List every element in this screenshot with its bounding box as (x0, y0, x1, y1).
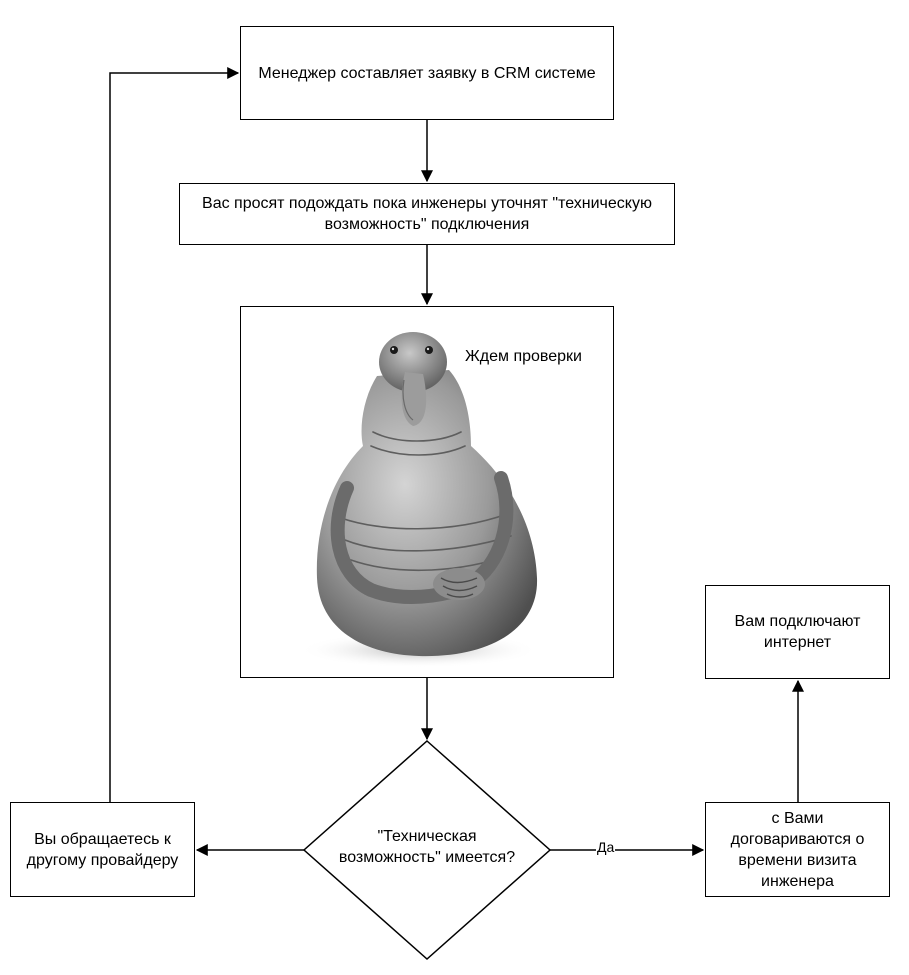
node-schedule-visit-label: с Вами договариваются о времени визита и… (730, 809, 865, 890)
node-wait-engineers[interactable]: Вас просят подождать пока инженеры уточн… (179, 183, 675, 245)
edge-loop-to-create (109, 67, 240, 802)
node-connected-label: Вам подключают интернет (734, 613, 861, 651)
node-wait-engineers-label: Вас просят подождать пока инженеры уточн… (202, 195, 652, 233)
decision-diamond[interactable] (302, 739, 552, 961)
decision-label: "Техническая возможность" имеется? (338, 828, 516, 866)
zhdun-creature-illustration (301, 332, 539, 668)
node-other-provider-label: Вы обращаетесь к другому провайдеру (26, 830, 179, 869)
node-schedule-visit[interactable]: с Вами договариваются о времени визита и… (705, 802, 890, 897)
node-create-request-label: Менеджер составляет заявку в CRM системе (258, 64, 596, 82)
edge-label-yes: Да (596, 839, 616, 855)
node-waiting-check-label: Ждем проверки (465, 348, 582, 365)
node-create-request[interactable]: Менеджер составляет заявку в CRM системе (240, 26, 614, 120)
node-connected[interactable]: Вам подключают интернет (705, 585, 890, 679)
node-other-provider[interactable]: Вы обращаетесь к другому провайдеру (10, 802, 195, 897)
